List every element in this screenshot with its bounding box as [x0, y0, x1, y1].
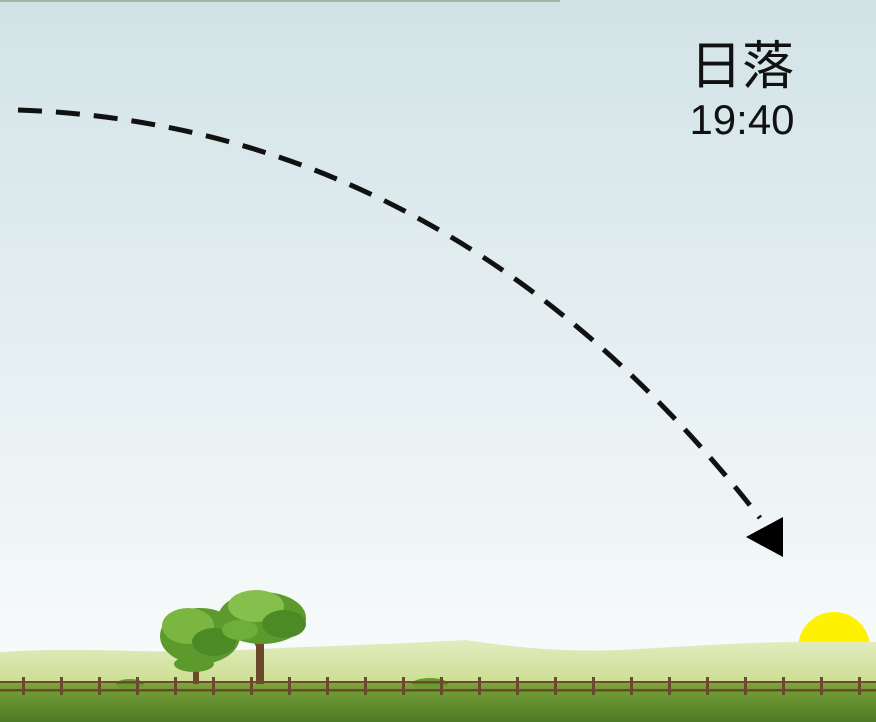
sunset-label: 日落 19:40	[642, 36, 842, 142]
fence-post	[288, 677, 291, 695]
bush	[116, 679, 144, 689]
arrowhead-icon	[746, 517, 783, 557]
tree-icon	[160, 590, 306, 686]
fence-post	[364, 677, 367, 695]
fence-post	[440, 677, 443, 695]
fence-post	[858, 677, 861, 695]
fence-post	[402, 677, 405, 695]
fence-post	[820, 677, 823, 695]
fence	[0, 677, 876, 695]
fence-post	[516, 677, 519, 695]
event-title: 日落	[689, 37, 794, 97]
fence-post	[706, 677, 709, 695]
event-time: 19:40	[689, 96, 795, 143]
fence-post	[250, 677, 253, 695]
fence-post	[22, 677, 25, 695]
fence-post	[630, 677, 633, 695]
fence-post	[136, 677, 139, 695]
fence-post	[592, 677, 595, 695]
fence-post	[668, 677, 671, 695]
fence-post	[326, 677, 329, 695]
fence-post	[212, 677, 215, 695]
fence-post	[478, 677, 481, 695]
top-edge-line	[0, 0, 560, 2]
sun-path-curve	[17, 107, 762, 520]
fence-post	[744, 677, 747, 695]
fence-post	[174, 677, 177, 695]
fence-post	[98, 677, 101, 695]
fence-post	[554, 677, 557, 695]
fence-post	[60, 677, 63, 695]
fence-post	[782, 677, 785, 695]
